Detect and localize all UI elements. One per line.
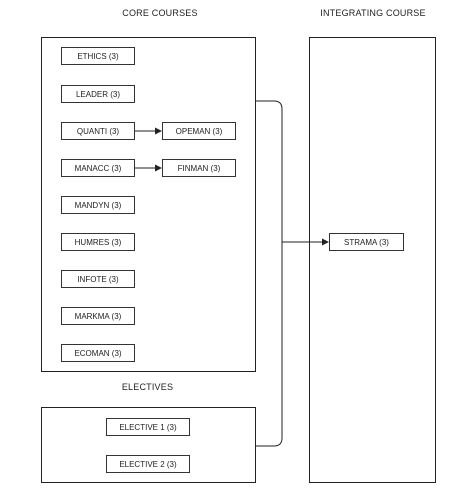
- course-quanti: QUANTI (3): [61, 122, 135, 140]
- electives-heading: ELECTIVES: [121, 382, 174, 392]
- course-infote: INFOTE (3): [61, 270, 135, 288]
- course-ecoman: ECOMAN (3): [61, 344, 135, 362]
- core-courses-heading: CORE COURSES: [122, 8, 198, 18]
- course-markma: MARKMA (3): [61, 307, 135, 325]
- course-elective-1: ELECTIVE 1 (3): [106, 418, 190, 436]
- course-opeman: OPEMAN (3): [162, 122, 236, 140]
- course-finman: FINMAN (3): [162, 159, 236, 177]
- course-ethics: ETHICS (3): [61, 47, 135, 65]
- integrating-course-heading: INTEGRATING COURSE: [320, 8, 426, 18]
- integrating-course-panel: [309, 37, 436, 483]
- course-humres: HUMRES (3): [61, 233, 135, 251]
- course-mandyn: MANDYN (3): [61, 196, 135, 214]
- course-strama: STRAMA (3): [329, 233, 404, 251]
- course-leader: LEADER (3): [61, 85, 135, 103]
- core-electives-bracket: [256, 100, 283, 447]
- course-manacc: MANACC (3): [61, 159, 135, 177]
- course-elective-2: ELECTIVE 2 (3): [106, 455, 190, 473]
